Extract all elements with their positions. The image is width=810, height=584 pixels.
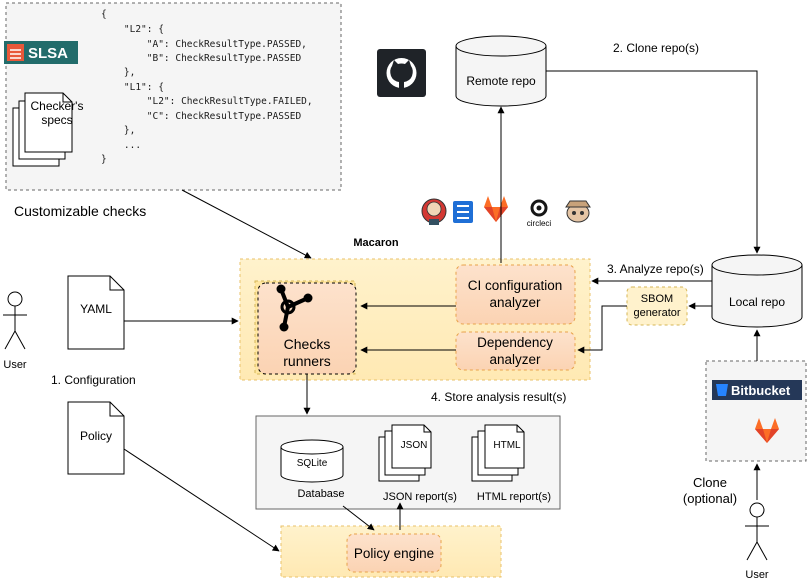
clone-optional-line1: Clone (693, 475, 727, 490)
customizable-checks-caption: Customizable checks (14, 203, 146, 219)
policy-engine-box: Policy engine (346, 533, 442, 573)
html-docs: HTML (471, 424, 525, 482)
code-line-8: }, (101, 125, 135, 136)
database-label: Database (297, 488, 344, 500)
arrow-sbom-to-dependency (577, 305, 627, 354)
code-line-6: "L2": CheckResultType.FAILED, (101, 96, 313, 107)
spec-doc-front (24, 92, 73, 153)
hub-network-icon (276, 284, 313, 332)
github-icon (377, 49, 426, 97)
user-label-right: User (745, 569, 769, 581)
html-label: HTML (493, 440, 521, 451)
slsa-logo: SLSA (4, 41, 78, 64)
travis-icon (565, 200, 591, 223)
configuration-label: 1. Configuration (51, 373, 136, 387)
arrow-database-to-engine (342, 505, 375, 531)
ci-logos-row: circleci (421, 196, 591, 228)
remote-repo-cylinder: Remote repo (455, 35, 547, 107)
code-line-4: }, (101, 67, 135, 78)
policy-label: Policy (80, 429, 112, 443)
checker-specs-line2: specs (41, 113, 72, 127)
remote-repo-label: Remote repo (466, 74, 536, 88)
slsa-logo-mark (7, 44, 24, 61)
code-line-1: "L2": { (101, 24, 164, 35)
code-line-3: "B": CheckResultType.PASSED (101, 53, 301, 64)
circleci-label: circleci (527, 219, 552, 228)
sqlite-label: SQLite (297, 458, 328, 469)
arrow-checks-to-macaron (181, 189, 312, 259)
slsa-logo-stripes (10, 49, 21, 59)
arrow-remote-to-local (546, 70, 761, 254)
bitbucket-icon: Bitbucket (712, 380, 802, 400)
jenkins-icon (421, 198, 447, 225)
checker-specs-line1: Checker's (31, 99, 84, 113)
dependency-analyzer-box: Dependency analyzer (455, 331, 576, 371)
code-line-2: "A": CheckResultType.PASSED, (101, 39, 307, 50)
local-repo-label: Local repo (729, 295, 785, 309)
spec-doc-fold (62, 93, 72, 103)
checks-runners-box: Checks runners (254, 280, 357, 375)
checks-runners-line1: Checks (284, 336, 331, 352)
ci-analyzer-line2: analyzer (489, 295, 541, 310)
sqlite-cylinder: SQLite (280, 439, 344, 483)
connector-arrows (123, 70, 761, 552)
customizable-checks-panel: { "L2": { "A": CheckResultType.PASSED, "… (4, 2, 342, 191)
circleci-icon: circleci (527, 199, 552, 228)
slsa-logo-text: SLSA (28, 45, 68, 62)
gitlab-icon (484, 196, 508, 222)
code-line-5: "L1": { (101, 82, 164, 93)
checker-specs-docs: Checker's specs (12, 92, 84, 167)
user-label-left: User (3, 359, 27, 371)
code-block: { "L2": { "A": CheckResultType.PASSED, "… (101, 9, 313, 165)
code-line-10: } (101, 154, 107, 165)
code-line-0: { (101, 9, 107, 20)
yaml-label: YAML (80, 302, 112, 316)
json-docs: JSON (378, 424, 432, 482)
code-line-7: "C": CheckResultType.PASSED (101, 111, 301, 122)
json-report-caption: JSON report(s) (383, 491, 457, 503)
clone-sources-box: Bitbucket (705, 360, 807, 462)
user-icon-left (3, 291, 27, 350)
macaron-title: Macaron (353, 237, 399, 249)
local-repo-cylinder: Local repo (711, 254, 803, 328)
clone-optional-line2: (optional) (683, 491, 737, 506)
code-line-9: ... (101, 140, 141, 151)
arrow-policy-to-engine (123, 448, 280, 552)
policy-doc: Policy (67, 401, 125, 475)
sbom-generator-box: SBOM generator (626, 286, 688, 326)
yaml-doc: YAML (67, 275, 125, 350)
html-report-caption: HTML report(s) (477, 491, 551, 503)
clone-repos-label: 2. Clone repo(s) (613, 41, 699, 55)
sbom-line2: generator (633, 307, 680, 319)
dep-analyzer-line2: analyzer (489, 352, 541, 367)
user-icon-right (745, 502, 769, 561)
ci-analyzer-line1: CI configuration (468, 278, 563, 293)
sbom-line1: SBOM (641, 293, 673, 305)
checks-runners-line2: runners (283, 353, 330, 369)
json-label: JSON (401, 440, 428, 451)
ci-config-analyzer-box: CI configuration analyzer (455, 264, 576, 325)
bitbucket-label: Bitbucket (731, 383, 791, 398)
store-results-label: 4. Store analysis result(s) (431, 390, 566, 404)
policy-engine-label: Policy engine (354, 546, 434, 561)
dep-analyzer-line1: Dependency (477, 335, 553, 350)
hub-icon (453, 201, 473, 223)
gitlab-icon-local (755, 418, 779, 443)
analyze-repos-label: 3. Analyze repo(s) (607, 262, 704, 276)
